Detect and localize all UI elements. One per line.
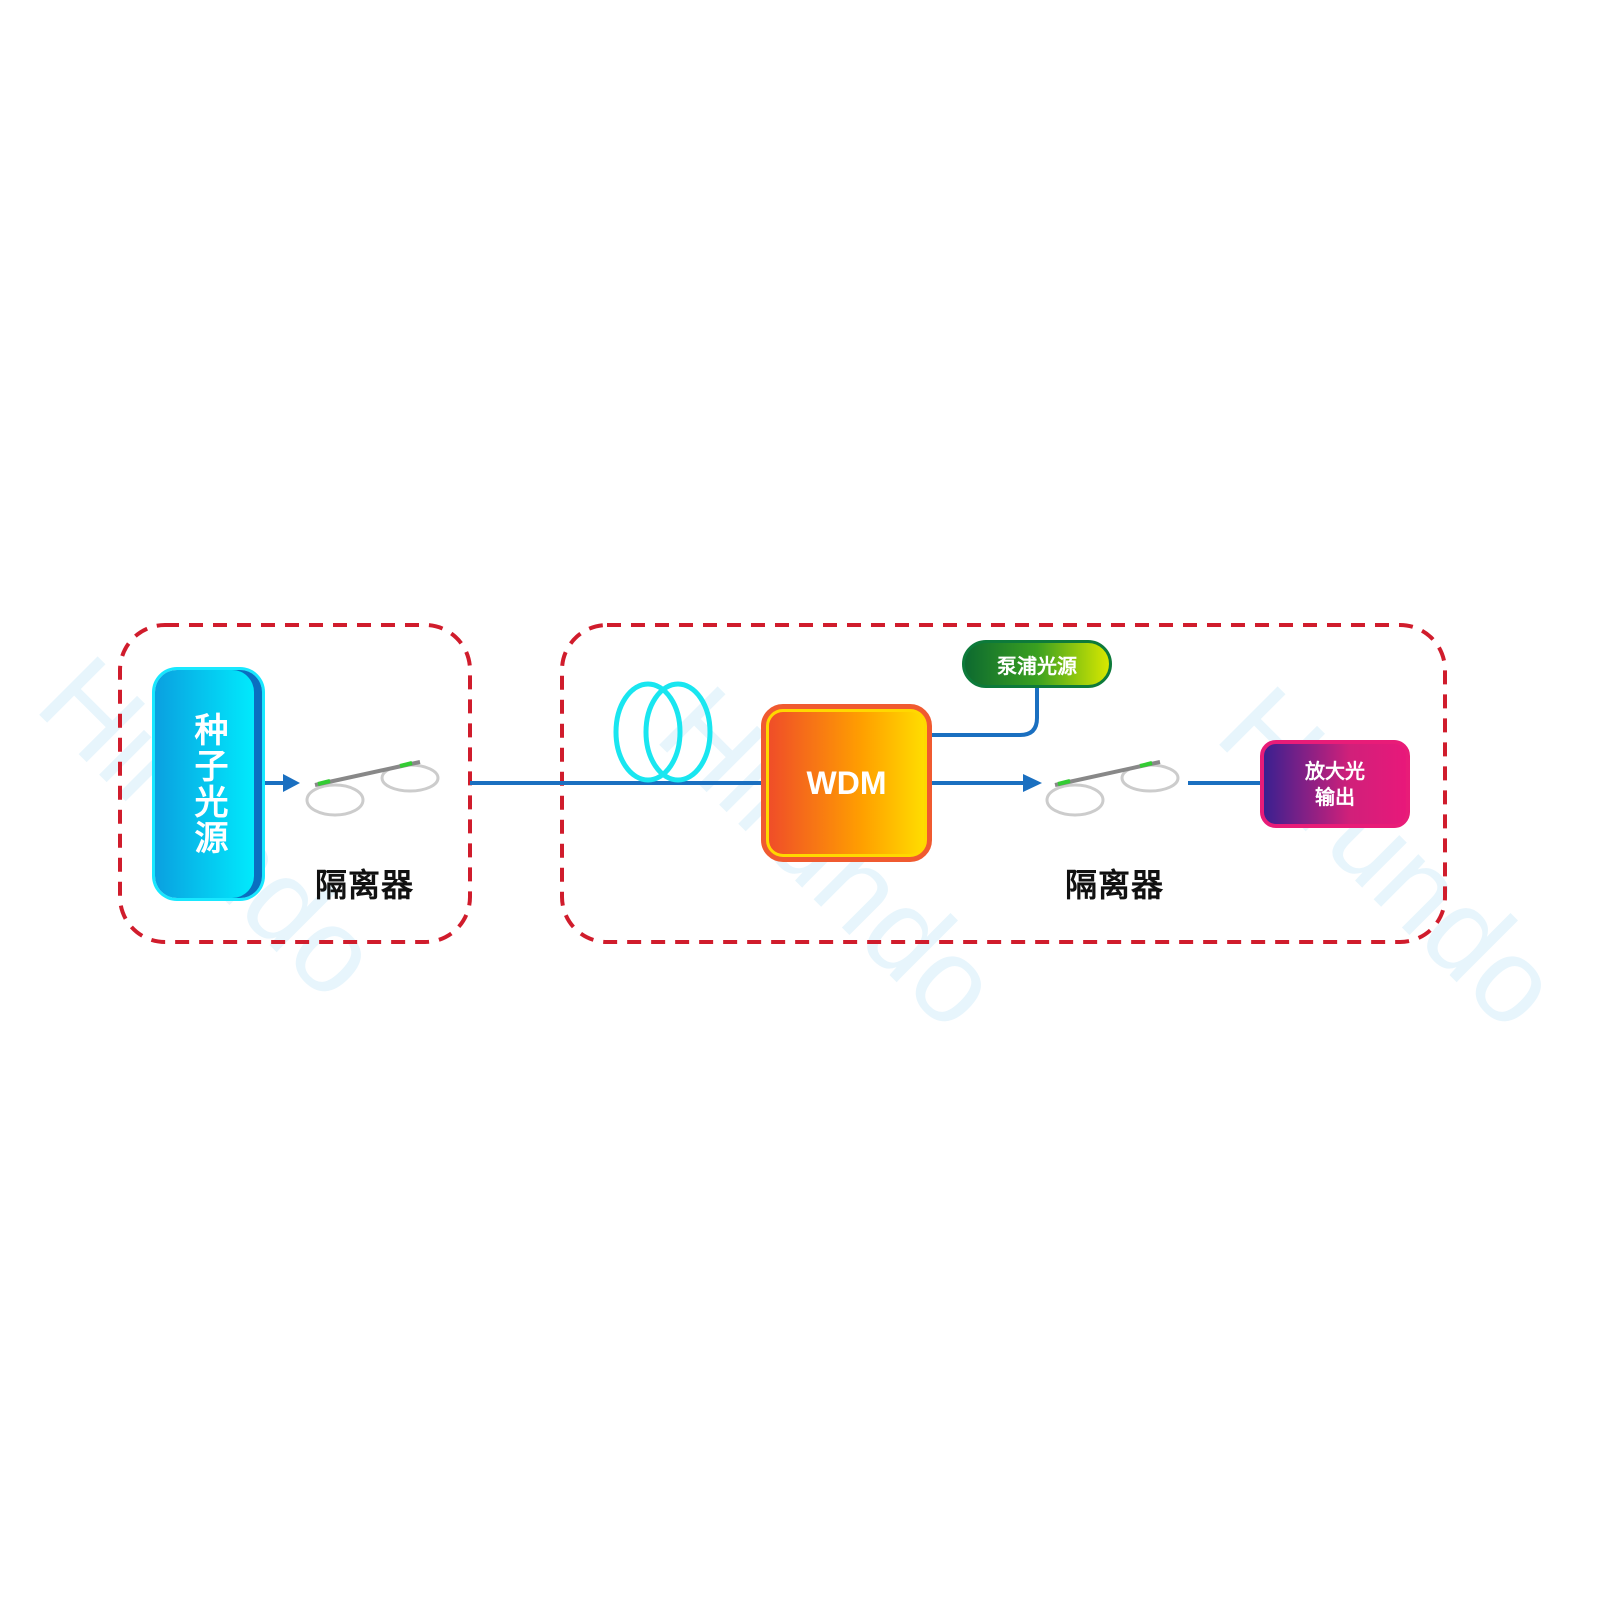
amplified-output-line1: 放大光 <box>1305 759 1365 783</box>
amplified-output-line2: 输出 <box>1315 785 1355 809</box>
isolator-2-label: 隔离器 <box>1065 866 1165 904</box>
gain-fiber-coil <box>643 681 713 783</box>
isolator-2-icon <box>1045 760 1180 817</box>
pump-fiber-line <box>928 688 1039 737</box>
isolator-1-icon <box>305 760 440 817</box>
amplified-output-block: 放大光 输出 <box>1260 740 1410 828</box>
wdm-label: WDM <box>806 764 887 801</box>
wdm-block: WDM <box>761 704 932 862</box>
pump-light-source-label: 泵浦光源 <box>997 653 1077 678</box>
gain-fiber-coil <box>613 681 683 783</box>
seed-light-source-label: 种子光源 <box>188 712 228 856</box>
isolator-1-label: 隔离器 <box>315 866 415 904</box>
seed-light-source: 种子光源 <box>155 670 262 898</box>
pump-light-source: 泵浦光源 <box>962 640 1112 688</box>
